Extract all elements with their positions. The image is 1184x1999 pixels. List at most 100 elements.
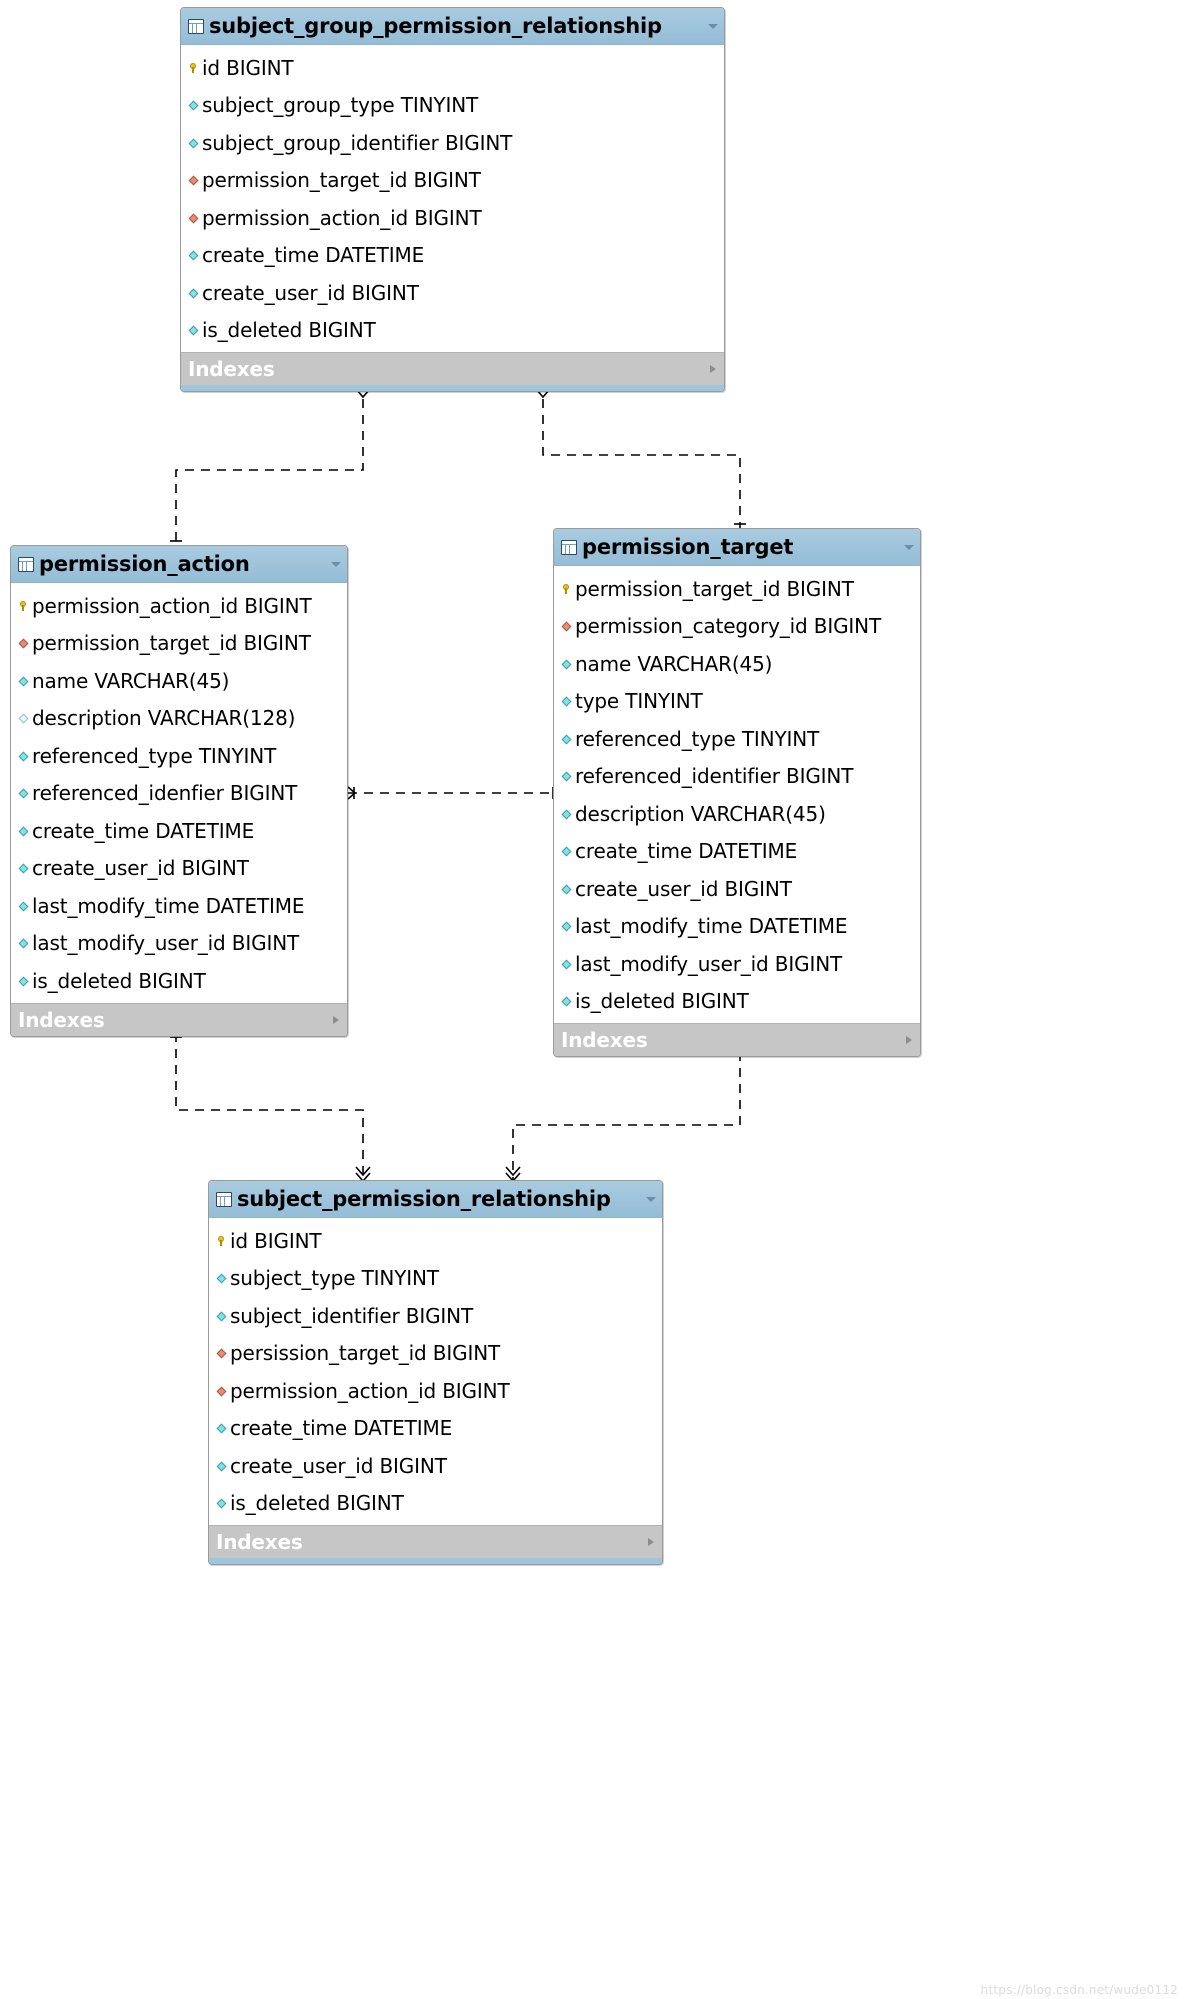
table-header[interactable]: subject_group_permission_relationship xyxy=(181,8,724,45)
table-permission-target[interactable]: permission_target permission_target_id B… xyxy=(553,528,921,1057)
column-icon xyxy=(561,807,572,820)
column-label: create_time DATETIME xyxy=(575,839,798,864)
column-label: subject_identifier BIGINT xyxy=(230,1303,474,1328)
column-row[interactable]: subject_identifier BIGINT xyxy=(209,1297,662,1335)
foreign-key-icon xyxy=(18,637,29,650)
indexes-section[interactable]: Indexes xyxy=(11,1002,347,1036)
indexes-label: Indexes xyxy=(561,1028,648,1052)
column-label: referenced_type TINYINT xyxy=(575,726,820,751)
column-row[interactable]: referenced_type TINYINT xyxy=(11,737,347,775)
column-row[interactable]: last_modify_user_id BIGINT xyxy=(554,945,920,983)
column-row[interactable]: create_time DATETIME xyxy=(181,237,724,275)
column-row[interactable]: create_time DATETIME xyxy=(554,833,920,871)
column-row[interactable]: permission_action_id BIGINT xyxy=(11,587,347,625)
column-icon xyxy=(561,845,572,858)
table-icon xyxy=(18,556,34,572)
column-label: is_deleted BIGINT xyxy=(32,968,206,993)
column-row[interactable]: referenced_identifier BIGINT xyxy=(554,758,920,796)
column-label: name VARCHAR(45) xyxy=(575,651,773,676)
column-row[interactable]: description VARCHAR(45) xyxy=(554,795,920,833)
column-row[interactable]: permission_target_id BIGINT xyxy=(181,162,724,200)
column-label: persission_target_id BIGINT xyxy=(230,1341,501,1366)
indexes-section[interactable]: Indexes xyxy=(209,1525,662,1558)
indexes-label: Indexes xyxy=(216,1530,303,1554)
column-row[interactable]: permission_action_id BIGINT xyxy=(181,199,724,237)
column-label: permission_action_id BIGINT xyxy=(230,1378,510,1403)
column-label: id BIGINT xyxy=(202,55,294,80)
nullable-column-icon xyxy=(18,712,29,725)
primary-key-icon xyxy=(188,61,199,74)
column-row[interactable]: description VARCHAR(128) xyxy=(11,700,347,738)
column-row[interactable]: subject_type TINYINT xyxy=(209,1260,662,1298)
column-row[interactable]: permission_target_id BIGINT xyxy=(554,570,920,608)
expand-arrow-icon[interactable] xyxy=(333,1015,339,1024)
column-row[interactable]: permission_action_id BIGINT xyxy=(209,1372,662,1410)
column-icon xyxy=(18,862,29,875)
column-label: id BIGINT xyxy=(230,1228,322,1253)
column-row[interactable]: is_deleted BIGINT xyxy=(181,312,724,350)
column-row[interactable]: id BIGINT xyxy=(181,49,724,87)
column-row[interactable]: type TINYINT xyxy=(554,683,920,721)
column-row[interactable]: last_modify_time DATETIME xyxy=(11,887,347,925)
column-row[interactable]: permission_category_id BIGINT xyxy=(554,608,920,646)
column-row[interactable]: last_modify_time DATETIME xyxy=(554,908,920,946)
column-row[interactable]: persission_target_id BIGINT xyxy=(209,1335,662,1373)
column-row[interactable]: is_deleted BIGINT xyxy=(11,962,347,1000)
column-row[interactable]: name VARCHAR(45) xyxy=(11,662,347,700)
chevron-down-icon[interactable] xyxy=(708,24,718,29)
column-row[interactable]: subject_group_type TINYINT xyxy=(181,87,724,125)
expand-arrow-icon[interactable] xyxy=(710,365,716,373)
table-icon xyxy=(188,18,204,34)
crowfoot-action-right xyxy=(347,786,357,800)
column-row[interactable]: is_deleted BIGINT xyxy=(554,983,920,1021)
column-row[interactable]: is_deleted BIGINT xyxy=(209,1485,662,1523)
table-title: permission_target xyxy=(582,534,794,559)
indexes-section[interactable]: Indexes xyxy=(554,1023,920,1056)
column-label: create_user_id BIGINT xyxy=(230,1453,447,1478)
chevron-down-icon[interactable] xyxy=(646,1197,656,1202)
column-list: permission_target_id BIGINT permission_c… xyxy=(554,566,920,1023)
column-list: id BIGINT subject_type TINYINT subject_i… xyxy=(209,1218,662,1525)
column-row[interactable]: id BIGINT xyxy=(209,1222,662,1260)
column-label: description VARCHAR(45) xyxy=(575,801,826,826)
table-header[interactable]: permission_action xyxy=(11,546,347,583)
indexes-section[interactable]: Indexes xyxy=(181,352,724,385)
column-row[interactable]: create_user_id BIGINT xyxy=(181,274,724,312)
column-row[interactable]: create_user_id BIGINT xyxy=(11,850,347,888)
column-row[interactable]: referenced_idenfier BIGINT xyxy=(11,775,347,813)
table-header[interactable]: subject_permission_relationship xyxy=(209,1181,662,1218)
column-row[interactable]: create_time DATETIME xyxy=(209,1410,662,1448)
foreign-key-icon xyxy=(188,174,199,187)
column-row[interactable]: create_time DATETIME xyxy=(11,812,347,850)
expand-arrow-icon[interactable] xyxy=(906,1036,912,1044)
table-header[interactable]: permission_target xyxy=(554,529,920,566)
column-row[interactable]: name VARCHAR(45) xyxy=(554,645,920,683)
expand-arrow-icon[interactable] xyxy=(648,1538,654,1546)
table-bottom-strip xyxy=(181,385,724,391)
table-permission-action[interactable]: permission_action permission_action_id B… xyxy=(10,545,348,1037)
chevron-down-icon[interactable] xyxy=(904,545,914,550)
primary-key-icon xyxy=(18,599,29,612)
column-row[interactable]: referenced_type TINYINT xyxy=(554,720,920,758)
column-icon xyxy=(188,286,199,299)
column-icon xyxy=(561,770,572,783)
table-bottom-strip xyxy=(209,1558,662,1564)
chevron-down-icon[interactable] xyxy=(331,562,341,567)
column-icon xyxy=(188,136,199,149)
watermark: https://blog.csdn.net/wude0112 xyxy=(980,1983,1178,1997)
table-title: permission_action xyxy=(39,551,250,576)
column-icon xyxy=(216,1459,227,1472)
table-subject-group-permission-relationship[interactable]: subject_group_permission_relationship id… xyxy=(180,7,725,392)
column-icon xyxy=(216,1272,227,1285)
column-row[interactable]: create_user_id BIGINT xyxy=(554,870,920,908)
column-icon xyxy=(561,732,572,745)
column-row[interactable]: create_user_id BIGINT xyxy=(209,1447,662,1485)
column-row[interactable]: permission_target_id BIGINT xyxy=(11,625,347,663)
column-row[interactable]: last_modify_user_id BIGINT xyxy=(11,925,347,963)
column-row[interactable]: subject_group_identifier BIGINT xyxy=(181,124,724,162)
column-icon xyxy=(561,995,572,1008)
table-icon xyxy=(216,1191,232,1207)
table-subject-permission-relationship[interactable]: subject_permission_relationship id BIGIN… xyxy=(208,1180,663,1565)
column-icon xyxy=(216,1309,227,1322)
